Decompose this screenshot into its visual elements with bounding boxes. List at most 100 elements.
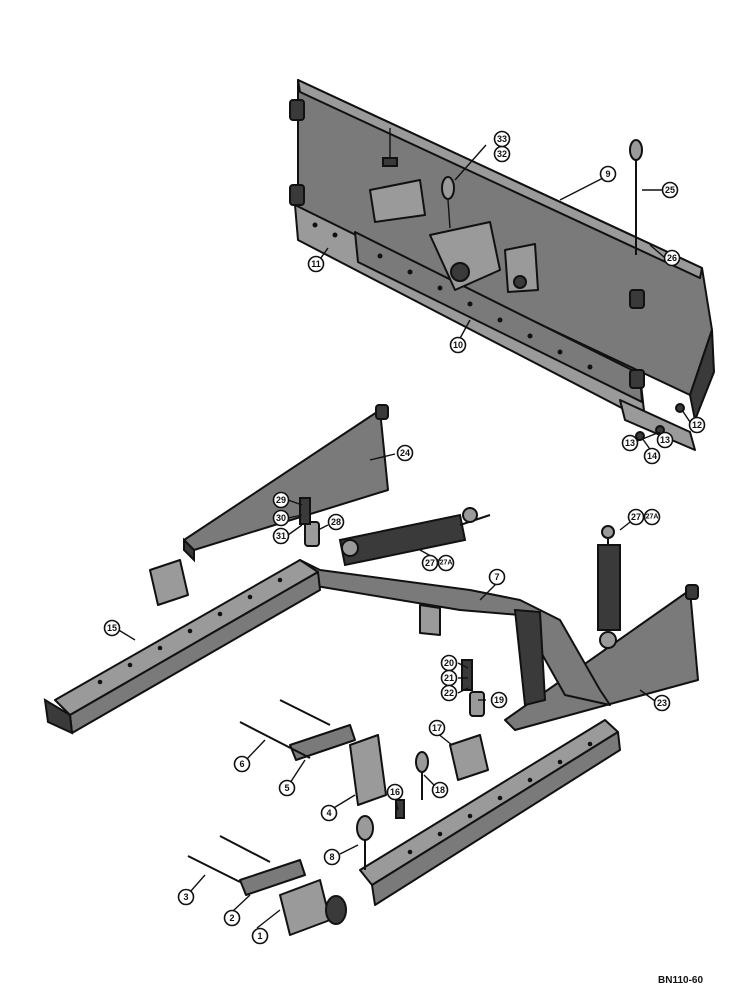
- callout-3: 3: [177, 888, 195, 906]
- svg-text:20: 20: [444, 658, 454, 668]
- svg-text:27: 27: [425, 558, 435, 568]
- svg-text:28: 28: [331, 517, 341, 527]
- svg-text:32: 32: [497, 149, 507, 159]
- svg-text:30: 30: [276, 513, 286, 523]
- left-brace: [183, 404, 389, 563]
- right-push-beam: [359, 719, 621, 906]
- callout-14: 14: [643, 447, 661, 465]
- svg-text:16: 16: [390, 787, 400, 797]
- callout-20: 20: [440, 654, 458, 672]
- callout-27-right: 27: [627, 508, 645, 526]
- svg-text:7: 7: [494, 572, 499, 582]
- callout-9: 9: [599, 165, 617, 183]
- svg-text:25: 25: [665, 185, 675, 195]
- callout-17: 17: [428, 719, 446, 737]
- callout-27a-right: 27A: [643, 508, 661, 526]
- left-beam-holes: [97, 577, 283, 685]
- left-cylinder: [338, 507, 491, 567]
- svg-text:26: 26: [667, 253, 677, 263]
- bracket-4: [349, 734, 387, 806]
- callout-2: 2: [223, 909, 241, 927]
- callout-7: 7: [488, 568, 506, 586]
- callout-28: 28: [327, 513, 345, 531]
- trunnion-left: [149, 559, 189, 606]
- callouts: 1 2 3 4 5 6 7 8 9 10 11 12 13 14 15 16 1…: [103, 130, 706, 945]
- callout-11: 11: [307, 255, 325, 273]
- svg-text:13: 13: [660, 435, 670, 445]
- callout-16: 16: [386, 783, 404, 801]
- callout-33: 33: [493, 130, 511, 148]
- svg-text:3: 3: [183, 892, 188, 902]
- callout-19: 19: [490, 691, 508, 709]
- callout-23: 23: [653, 694, 671, 712]
- callout-4: 4: [320, 804, 338, 822]
- svg-text:18: 18: [435, 785, 445, 795]
- callout-25: 25: [661, 181, 679, 199]
- bolt-3: [187, 835, 271, 883]
- callout-15: 15: [103, 619, 121, 637]
- left-push-beam: [43, 559, 321, 735]
- callout-27-left: 27: [421, 554, 439, 572]
- callout-18: 18: [431, 781, 449, 799]
- svg-text:4: 4: [326, 808, 331, 818]
- svg-text:13: 13: [625, 438, 635, 448]
- callout-8: 8: [323, 848, 341, 866]
- svg-text:27A: 27A: [440, 560, 453, 567]
- trunnion-17: [449, 734, 489, 781]
- svg-text:14: 14: [647, 451, 657, 461]
- callout-6: 6: [233, 755, 251, 773]
- plate-5: [289, 724, 356, 761]
- right-cylinder: [597, 525, 621, 649]
- svg-text:19: 19: [494, 695, 504, 705]
- svg-text:9: 9: [605, 169, 610, 179]
- callout-26: 26: [663, 249, 681, 267]
- svg-text:12: 12: [692, 420, 702, 430]
- callout-30: 30: [272, 509, 290, 527]
- callout-27a-left: 27A: [437, 554, 455, 572]
- callout-31: 31: [272, 527, 290, 545]
- callout-13: 13: [621, 434, 639, 452]
- bolt-29-31: [299, 497, 311, 525]
- callout-13-lower: 13: [656, 431, 674, 449]
- callout-22: 22: [440, 684, 458, 702]
- pin-19: [469, 691, 485, 717]
- svg-text:11: 11: [311, 259, 321, 269]
- svg-text:29: 29: [276, 495, 286, 505]
- callout-29: 29: [272, 491, 290, 509]
- plate-2: [239, 859, 306, 896]
- svg-text:1: 1: [257, 931, 262, 941]
- right-beam-holes: [407, 741, 593, 855]
- leader-lines: [116, 144, 691, 929]
- blade: [289, 79, 716, 451]
- svg-text:33: 33: [497, 134, 507, 144]
- callout-1: 1: [251, 927, 269, 945]
- svg-text:17: 17: [432, 723, 442, 733]
- svg-text:21: 21: [444, 673, 454, 683]
- svg-text:10: 10: [453, 340, 463, 350]
- svg-text:23: 23: [657, 698, 667, 708]
- callout-10: 10: [449, 336, 467, 354]
- cutting-edge-holes: [312, 222, 593, 370]
- bolt-6: [239, 699, 331, 759]
- svg-text:15: 15: [107, 623, 117, 633]
- svg-text:31: 31: [276, 531, 286, 541]
- reference-code: BN110-60: [658, 975, 703, 986]
- svg-text:22: 22: [444, 688, 454, 698]
- svg-text:27: 27: [631, 512, 641, 522]
- callout-5: 5: [278, 779, 296, 797]
- svg-text:2: 2: [229, 913, 234, 923]
- callout-21: 21: [440, 669, 458, 687]
- pin-8: [356, 815, 374, 870]
- svg-text:27A: 27A: [646, 514, 659, 521]
- svg-text:5: 5: [284, 783, 289, 793]
- svg-text:24: 24: [400, 448, 410, 458]
- svg-text:8: 8: [329, 852, 334, 862]
- svg-text:6: 6: [239, 759, 244, 769]
- bolt-20-22: [461, 659, 473, 691]
- bolt-16: [395, 799, 405, 819]
- bracket-1: [279, 879, 347, 936]
- pin-28: [304, 521, 320, 547]
- callout-32: 32: [493, 145, 511, 163]
- callout-24: 24: [396, 444, 414, 462]
